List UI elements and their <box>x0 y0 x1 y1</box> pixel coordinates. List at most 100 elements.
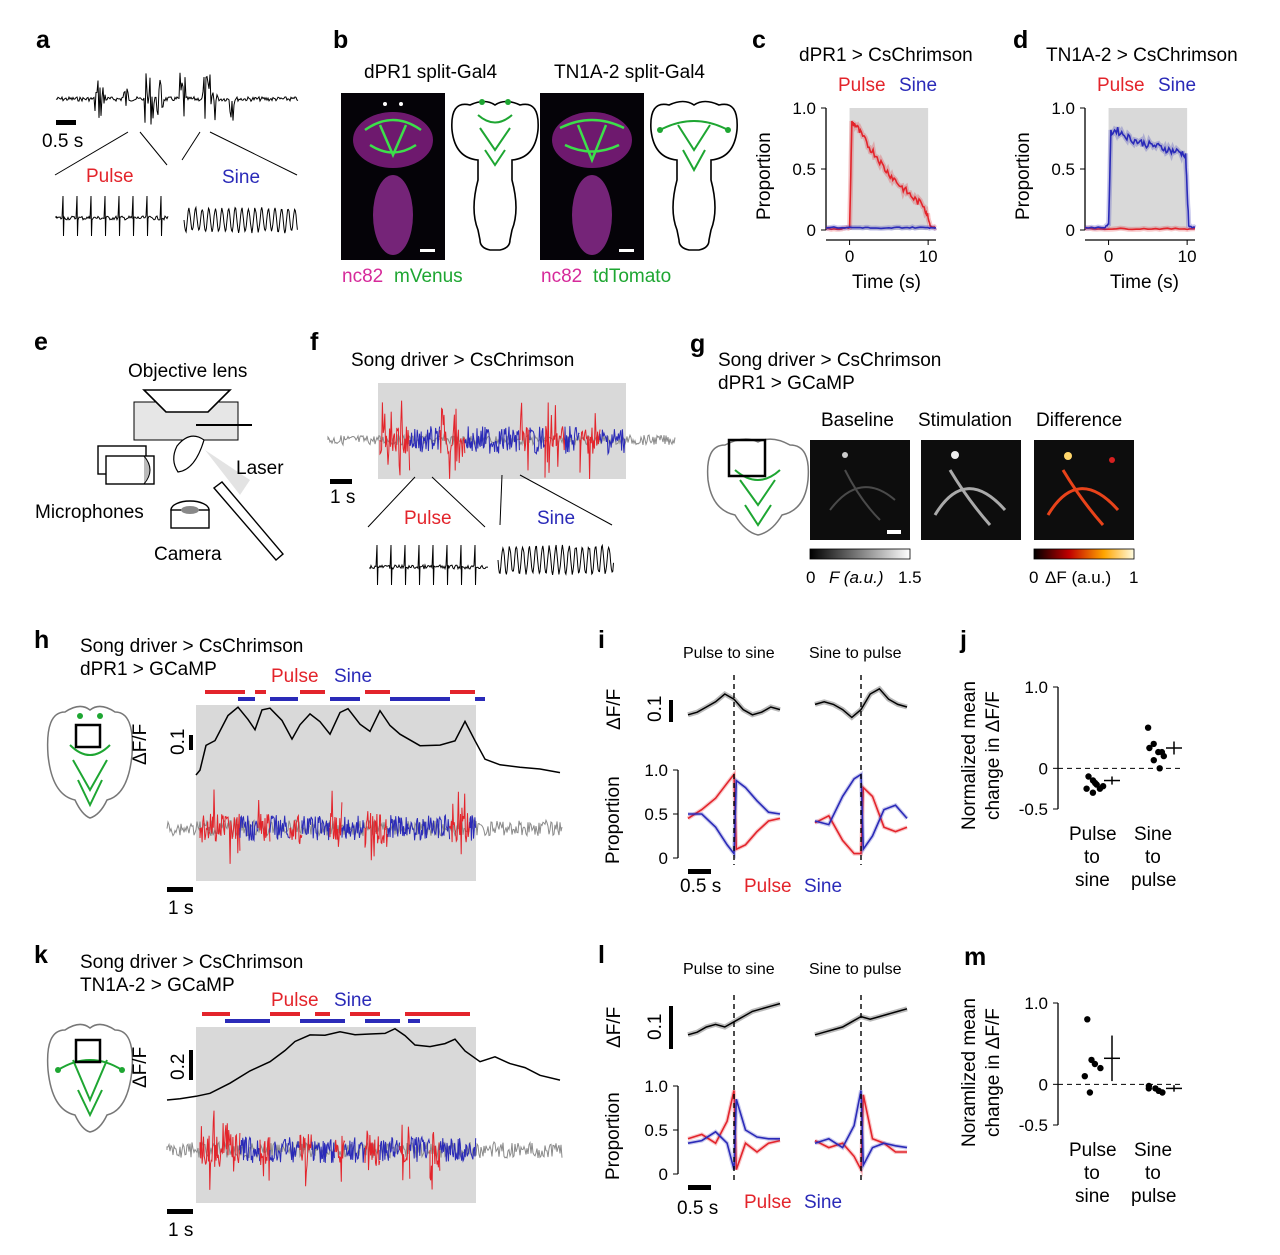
pulse-segment <box>429 1131 441 1190</box>
y-tick-label: 1.0 <box>792 99 816 118</box>
zoom-line <box>54 131 129 176</box>
cat2-line2: to <box>1145 1163 1161 1184</box>
legend-sine: Sine <box>334 990 372 1011</box>
pulse-segment <box>364 811 388 861</box>
pulse-segment <box>199 1110 241 1190</box>
time-scale-label: 0.5 s <box>680 876 721 897</box>
raster-pulse <box>205 690 245 694</box>
data-point <box>1085 773 1092 780</box>
y-tick-label: -0.5 <box>1019 800 1048 819</box>
scale-label: 0.5 s <box>42 131 83 152</box>
cat1-line1: Pulse <box>1069 824 1117 845</box>
dff-trace <box>687 693 781 716</box>
sine-trace <box>183 205 298 234</box>
legend-sine: Sine <box>804 1192 842 1213</box>
series-line-sine <box>687 1098 780 1170</box>
sine-segment <box>529 426 545 455</box>
cb1-lo: 0 <box>806 568 815 587</box>
data-point <box>1084 1016 1091 1023</box>
fly-icon <box>173 435 205 473</box>
data-point <box>1145 1085 1153 1092</box>
time-scale-bar <box>688 869 711 874</box>
zoom-line <box>209 131 298 176</box>
scale-bar <box>330 479 352 484</box>
y-label-1: Noramlized mean <box>959 998 980 1147</box>
data-point <box>1089 789 1097 796</box>
y-axis-label: Proportion <box>603 776 624 864</box>
series-line-sine <box>1084 127 1196 229</box>
pulse-trace <box>55 195 169 237</box>
dff-trace <box>687 1002 781 1036</box>
sine-segment <box>564 426 580 454</box>
data-point <box>1159 1089 1166 1096</box>
data-point <box>1158 748 1166 756</box>
stain-tdtomato: tdTomato <box>593 266 671 287</box>
sine-label: Sine <box>537 508 575 529</box>
legend-pulse: Pulse <box>1097 75 1145 96</box>
brain-schematic-k <box>46 1023 134 1133</box>
microphones-icon <box>97 445 155 485</box>
sine-label: Sine <box>222 167 260 188</box>
y-tick-label: 1.0 <box>1024 994 1048 1013</box>
cat1-line3: sine <box>1075 1186 1110 1207</box>
series-line-sine <box>814 1090 908 1169</box>
stim-shade <box>1108 108 1188 230</box>
baseline-label: Baseline <box>821 410 894 431</box>
difference-label: Difference <box>1036 410 1122 431</box>
y-tick-label: 0.5 <box>1051 160 1075 179</box>
panel-label-f: f <box>310 328 319 356</box>
raster-sine <box>238 697 255 701</box>
series-line-sine <box>688 779 781 856</box>
raster-pulse <box>255 690 266 694</box>
dff-trace <box>814 1008 908 1036</box>
panel-m: Noramlized mean change in ΔF/F -0.501.0 … <box>959 994 1182 1207</box>
sine-segment <box>464 426 520 454</box>
stim-shade <box>849 108 929 230</box>
cb1-hi: 1.5 <box>898 568 922 587</box>
time-scale-bar <box>167 1209 193 1214</box>
line2: TN1A-2 > GCaMP <box>80 975 235 996</box>
data-point <box>1146 744 1153 752</box>
song-trace <box>55 72 299 125</box>
dff-scale-label: 0.1 <box>645 1014 666 1040</box>
time-scale-label: 1 s <box>168 1220 193 1241</box>
baseline-image <box>810 440 910 540</box>
brain-schematic-h <box>46 705 134 819</box>
stp-title: Sine to pulse <box>809 645 902 662</box>
data-point <box>1083 785 1090 792</box>
dff-label: ΔF/F <box>604 1007 625 1048</box>
raster-pulse <box>270 1012 300 1016</box>
y-tick-label: 0 <box>659 1165 668 1184</box>
colorbar-gray <box>809 548 911 560</box>
colorbar-hot <box>1033 548 1135 560</box>
y-axis-label: Proportion <box>1013 132 1034 220</box>
pts-title: Pulse to sine <box>683 645 775 662</box>
pulse-segment <box>289 813 303 845</box>
pulse-segment <box>449 791 471 855</box>
dff-scale-bar <box>189 1050 193 1080</box>
dff-scale-label: 0.1 <box>168 729 189 755</box>
y-axis-label: Proportion <box>603 1092 624 1180</box>
cat2-line3: pulse <box>1131 870 1176 891</box>
stain-nc82-2: nc82 <box>541 266 582 287</box>
cb1-label: F (a.u.) <box>829 568 883 587</box>
panel-j: Normalized mean change in ΔF/F -0.501.0 … <box>959 678 1182 891</box>
stp-title: Sine to pulse <box>809 961 902 978</box>
pulse-segment <box>259 1137 271 1181</box>
dff-label: ΔF/F <box>604 689 625 730</box>
pulse-segment <box>199 789 241 864</box>
series-line-pulse <box>1084 227 1196 231</box>
panel-label-i: i <box>598 626 605 654</box>
chart-title: TN1A-2 > CsChrimson <box>1046 45 1238 66</box>
raster-pulse <box>450 690 475 694</box>
panel-label-h: h <box>34 626 49 654</box>
title-dpr1-split: dPR1 split-Gal4 <box>364 62 497 83</box>
series-line-pulse <box>825 120 937 231</box>
x-axis-label: Time (s) <box>852 272 921 293</box>
y-tick-label: 0 <box>807 221 816 240</box>
data-point <box>1081 1073 1089 1080</box>
cat2-line3: pulse <box>1131 1186 1176 1207</box>
raster-pulse <box>350 1012 380 1016</box>
raster-sine <box>300 1019 345 1023</box>
pulse-segment <box>519 402 530 471</box>
